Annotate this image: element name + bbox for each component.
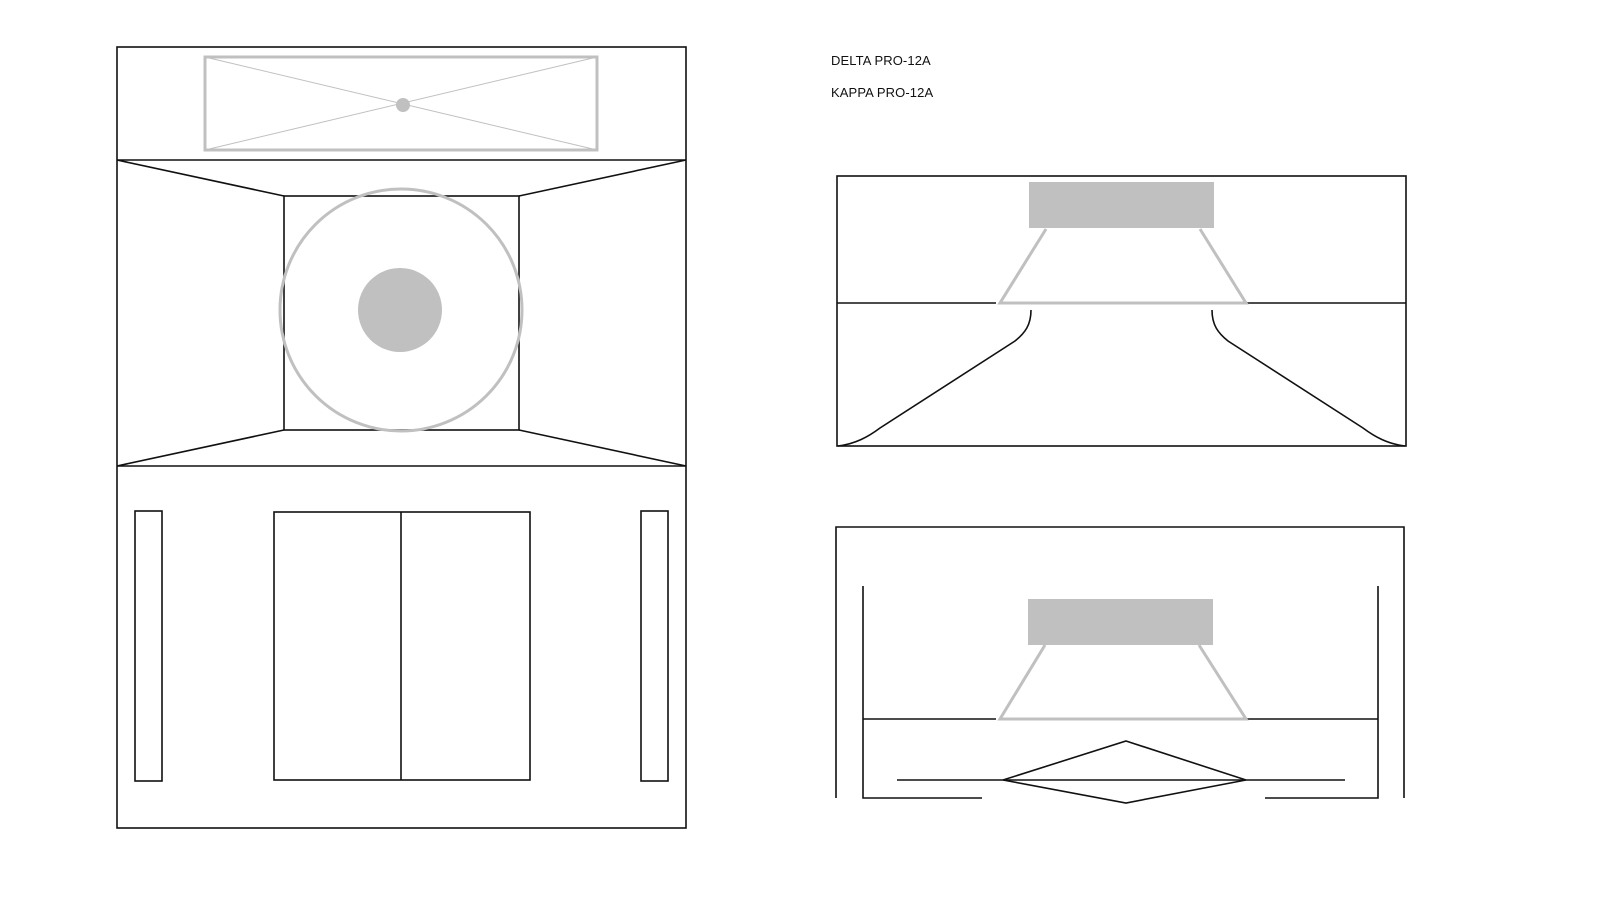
side-port-driver <box>997 599 1249 721</box>
front-view-drivers <box>203 55 599 433</box>
model-label-delta: DELTA PRO-12A <box>831 53 931 68</box>
side-port-cone <box>997 644 1249 721</box>
side-port-inner-right <box>1265 586 1379 799</box>
side-port-outer <box>835 526 1405 798</box>
front-view <box>116 46 687 829</box>
port-panel <box>273 511 531 781</box>
side-section-port <box>835 526 1405 804</box>
model-label-kappa: KAPPA PRO-12A <box>831 85 934 100</box>
horn-flare-top-right <box>518 159 687 197</box>
horn-flare-top-left <box>116 159 285 197</box>
side-horn-driver <box>997 182 1249 305</box>
horn-flare-bottom-left <box>116 429 285 467</box>
vent-slot-right <box>640 510 669 782</box>
side-port-diamond <box>1002 740 1247 804</box>
side-horn-flare-right <box>1211 309 1406 447</box>
side-horn-cone <box>997 228 1249 305</box>
side-section-horn <box>836 175 1407 447</box>
side-horn-outline <box>836 175 1407 447</box>
horn-flare-bottom-right <box>518 429 687 467</box>
tweeter-box <box>203 55 599 152</box>
woofer-cone-ring <box>278 187 524 433</box>
side-port-inner-left <box>862 586 982 799</box>
tweeter-center-dot <box>396 98 410 112</box>
side-horn-flare-left <box>837 309 1032 447</box>
vent-slot-left <box>134 510 163 782</box>
side-port-magnet <box>1028 599 1213 645</box>
cabinet-outline <box>116 46 687 829</box>
woofer-dust-cap <box>358 268 442 352</box>
side-horn-magnet <box>1029 182 1214 228</box>
